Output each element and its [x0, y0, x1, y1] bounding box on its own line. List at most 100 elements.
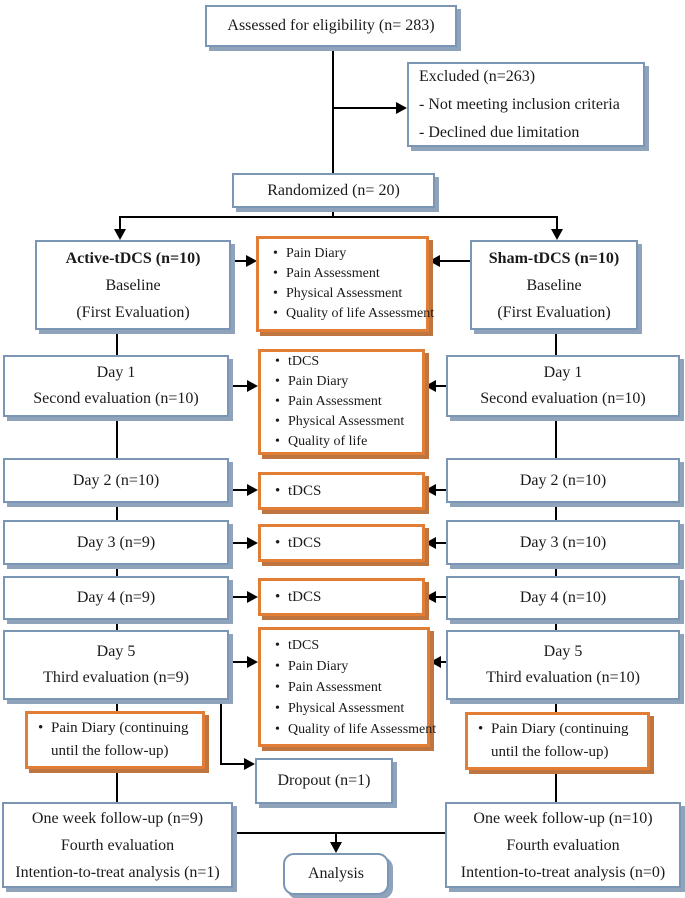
pain-diary-item: Pain Diary (continuing until the follow-… — [476, 718, 645, 764]
analysis-text: Analysis — [308, 865, 364, 882]
followup-left-line2: Fourth evaluation — [60, 836, 175, 854]
connector-line — [333, 107, 398, 109]
connector-line — [555, 330, 557, 802]
day1-assessments-box: tDCS Pain Diary Pain Assessment Physical… — [258, 349, 425, 455]
dropout-text: Dropout (n=1) — [277, 772, 371, 789]
day4-right-text: Day 4 (n=10) — [519, 589, 607, 606]
randomized-box: Randomized (n= 20) — [232, 173, 435, 208]
pain-diary-left-box: Pain Diary (continuing until the follow-… — [25, 711, 205, 769]
day5-right-line1: Day 5 — [543, 643, 583, 660]
assessment-item: Quality of life Assessment — [273, 719, 436, 740]
arrowhead-left-icon — [430, 656, 441, 668]
connector-line — [116, 330, 118, 802]
dropout-box: Dropout (n=1) — [255, 758, 393, 804]
connector-line — [435, 385, 446, 387]
arrowhead-down-icon — [114, 229, 126, 240]
day5-left-box: Day 5 Third evaluation (n=9) — [3, 630, 229, 700]
assessment-item: tDCS — [273, 352, 420, 372]
connector-line — [220, 763, 246, 765]
connector-line — [435, 596, 446, 598]
day4-right-box: Day 4 (n=10) — [446, 576, 680, 620]
assessment-item: Pain Assessment — [271, 264, 424, 284]
connector-line — [439, 260, 470, 262]
connector-line — [119, 216, 121, 231]
connector-line — [233, 832, 445, 834]
analysis-box: Analysis — [283, 853, 389, 895]
assessment-item: Physical Assessment — [273, 698, 425, 719]
day1-right-box: Day 1 Second evaluation (n=10) — [446, 355, 680, 417]
sham-line3: (First Evaluation) — [497, 303, 611, 321]
followup-left-box: One week follow-up (n=9) Fourth evaluati… — [2, 802, 233, 888]
excluded-item: - Declined due limitation — [419, 123, 580, 141]
day5-left-line2: Third evaluation (n=9) — [43, 669, 189, 686]
assessment-item: Pain Diary — [271, 244, 424, 264]
day1-left-line1: Day 1 — [96, 364, 136, 381]
arrowhead-left-icon — [425, 380, 436, 392]
tdcs-item: tDCS — [273, 481, 420, 501]
sham-baseline-box: Sham-tDCS (n=10) Baseline (First Evaluat… — [470, 240, 638, 330]
connector-line — [229, 489, 249, 491]
tdcs-item: tDCS — [273, 587, 420, 607]
day3-tdcs-box: tDCS — [258, 524, 425, 562]
assessed-text: Assessed for eligibility (n= 283) — [227, 17, 435, 34]
day5-left-line1: Day 5 — [96, 643, 136, 660]
day1-left-box: Day 1 Second evaluation (n=10) — [3, 355, 229, 417]
arrowhead-right-icon — [396, 102, 407, 114]
day3-right-box: Day 3 (n=10) — [446, 520, 680, 565]
assessment-item: Physical Assessment — [271, 284, 424, 304]
followup-right-line3: Intention-to-treat analysis (n=0) — [460, 863, 666, 881]
arrowhead-right-icon — [247, 537, 258, 549]
assessment-item: Pain Assessment — [273, 677, 425, 698]
arrowhead-left-icon — [425, 484, 436, 496]
day5-assessments-box: tDCS Pain Diary Pain Assessment Physical… — [258, 627, 436, 747]
arrowhead-left-icon — [425, 537, 436, 549]
arrowhead-right-icon — [247, 484, 258, 496]
day1-right-line2: Second evaluation (n=10) — [480, 390, 646, 407]
followup-right-line1: One week follow-up (n=10) — [473, 809, 653, 827]
active-title: Active-tDCS (n=10) — [65, 249, 201, 267]
followup-right-box: One week follow-up (n=10) Fourth evaluat… — [445, 802, 681, 888]
arrowhead-right-icon — [247, 656, 258, 668]
day4-left-box: Day 4 (n=9) — [3, 576, 229, 620]
sham-title: Sham-tDCS (n=10) — [488, 249, 620, 267]
day4-left-text: Day 4 (n=9) — [76, 589, 156, 606]
active-line2: Baseline — [105, 276, 161, 294]
assessment-item: Quality of life — [273, 432, 420, 452]
assessment-item: Pain Assessment — [273, 392, 420, 412]
arrowhead-right-icon — [247, 380, 258, 392]
day2-right-box: Day 2 (n=10) — [446, 458, 680, 503]
excluded-title: Excluded (n=263) — [419, 67, 536, 85]
assessment-item: Quality of life Assessment — [271, 304, 434, 324]
day2-tdcs-box: tDCS — [258, 472, 425, 510]
connector-line — [332, 47, 334, 175]
day2-left-box: Day 2 (n=10) — [3, 458, 229, 503]
followup-right-line2: Fourth evaluation — [506, 836, 620, 854]
pain-diary-right-box: Pain Diary (continuing until the follow-… — [465, 712, 650, 770]
connector-line — [556, 216, 558, 231]
connector-line — [229, 542, 249, 544]
arrowhead-right-icon — [247, 591, 258, 603]
arrowhead-left-icon — [429, 255, 440, 267]
day5-right-line2: Third evaluation (n=10) — [486, 669, 640, 686]
day1-left-line2: Second evaluation (n=10) — [33, 390, 199, 407]
assessment-item: Pain Diary — [273, 656, 425, 677]
excluded-box: Excluded (n=263) - Not meeting inclusion… — [407, 62, 645, 147]
sham-line2: Baseline — [526, 276, 582, 294]
assessment-item: tDCS — [273, 635, 425, 656]
assessed-box: Assessed for eligibility (n= 283) — [205, 5, 457, 47]
day5-right-box: Day 5 Third evaluation (n=10) — [446, 630, 680, 700]
connector-line — [332, 207, 334, 218]
tdcs-item: tDCS — [273, 533, 420, 553]
connector-line — [229, 385, 249, 387]
followup-left-line3: Intention-to-treat analysis (n=1) — [15, 863, 220, 881]
day2-right-text: Day 2 (n=10) — [519, 471, 607, 489]
connector-line — [335, 832, 337, 843]
day3-left-text: Day 3 (n=9) — [76, 533, 156, 551]
arrowhead-right-icon — [244, 758, 255, 770]
baseline-assessments-box: Pain Diary Pain Assessment Physical Asse… — [256, 236, 434, 332]
assessment-item: Physical Assessment — [273, 412, 420, 432]
arrowhead-down-icon — [330, 842, 342, 853]
connector-line — [120, 216, 558, 218]
connector-line — [440, 661, 446, 663]
